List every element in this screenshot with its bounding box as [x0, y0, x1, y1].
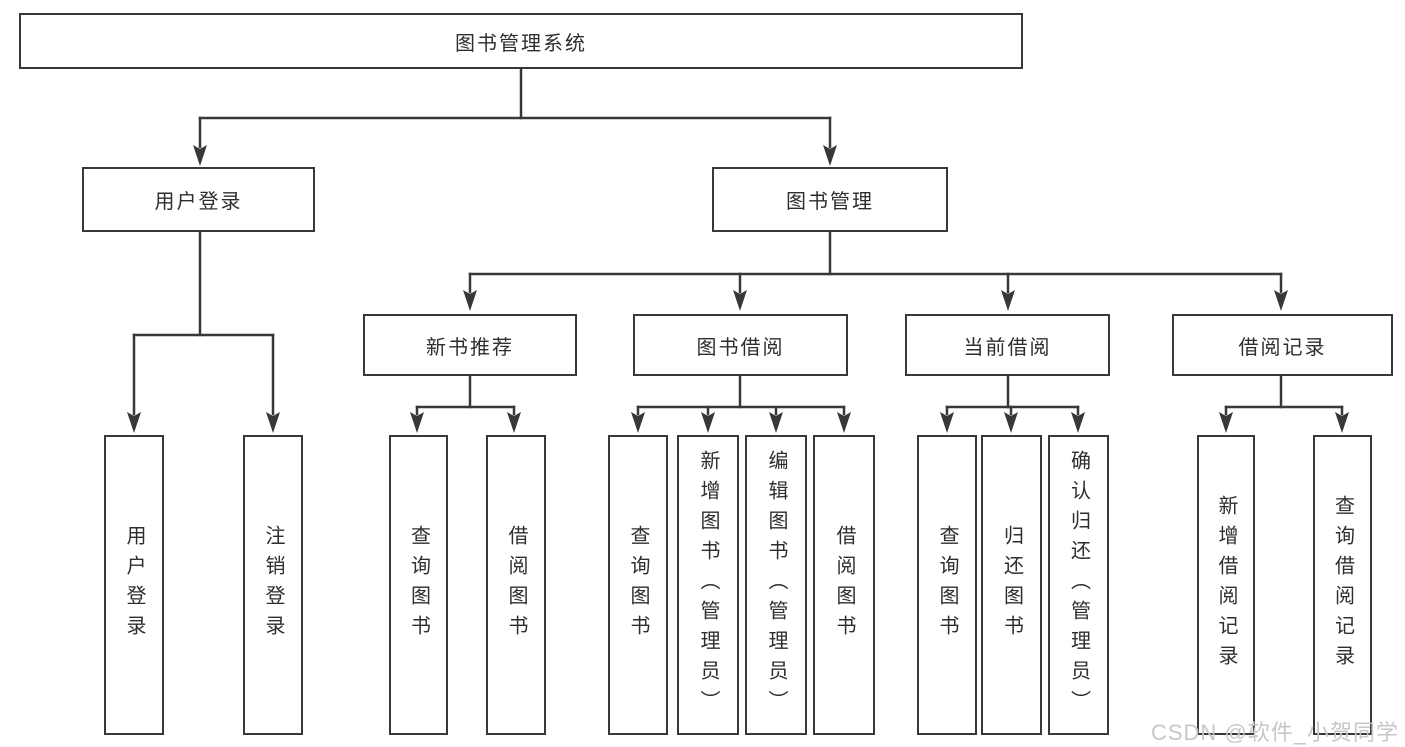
node-label: 查询借阅记录 — [1331, 495, 1354, 675]
connector-paths — [132, 67, 1344, 416]
node-label: 图书管理系统 — [455, 32, 587, 55]
node-label: 确认归还（管理员） — [1067, 450, 1090, 720]
node-book-borrowing: 图书借阅 — [633, 314, 848, 376]
node-user-login: 用户登录 — [82, 167, 315, 232]
node-label: 借阅图书 — [505, 525, 527, 645]
node-new-book-recommend: 新书推荐 — [363, 314, 577, 376]
leaf-borrow-books-recommend: 借阅图书 — [486, 435, 546, 735]
csdn-watermark: CSDN @软件_小贺同学 — [1150, 720, 1399, 745]
node-current-borrowing: 当前借阅 — [905, 314, 1110, 376]
leaf-confirm-return-admin: 确认归还（管理员） — [1048, 435, 1109, 735]
leaf-query-books-borrow: 查询图书 — [608, 435, 668, 735]
node-label: 归还图书 — [1000, 525, 1023, 645]
node-label: 当前借阅 — [963, 336, 1052, 359]
node-book-management: 图书管理 — [712, 167, 948, 232]
node-borrowing-records: 借阅记录 — [1172, 314, 1393, 376]
leaf-logout: 注销登录 — [243, 435, 303, 735]
leaf-query-books-current: 查询图书 — [917, 435, 977, 735]
node-label: 编辑图书（管理员） — [765, 450, 787, 720]
leaf-add-borrow-record: 新增借阅记录 — [1197, 435, 1255, 735]
node-label: 新增图书（管理员） — [697, 450, 719, 720]
leaf-query-borrow-record: 查询借阅记录 — [1313, 435, 1372, 735]
node-label: 查询图书 — [627, 525, 649, 645]
node-label: 图书借阅 — [696, 336, 785, 359]
node-label: 注销登录 — [262, 525, 284, 645]
leaf-edit-book-admin: 编辑图书（管理员） — [745, 435, 807, 735]
node-label: 图书管理 — [786, 191, 874, 213]
node-library-management-system: 图书管理系统 — [19, 13, 1023, 69]
leaf-user-login: 用户登录 — [104, 435, 164, 735]
node-label: 新增借阅记录 — [1215, 495, 1237, 675]
node-label: 借阅图书 — [833, 525, 855, 645]
leaf-return-book: 归还图书 — [981, 435, 1042, 735]
node-label: 查询图书 — [936, 525, 958, 645]
node-label: 用户登录 — [123, 525, 145, 645]
node-label: 借阅记录 — [1238, 336, 1327, 359]
leaf-query-books-recommend: 查询图书 — [389, 435, 448, 735]
leaf-add-book-admin: 新增图书（管理员） — [677, 435, 739, 735]
arrowheads — [127, 145, 1349, 433]
leaf-borrow-books: 借阅图书 — [813, 435, 875, 735]
node-label: 查询图书 — [407, 525, 430, 645]
node-label: 新书推荐 — [426, 336, 514, 359]
node-label: 用户登录 — [154, 191, 243, 213]
